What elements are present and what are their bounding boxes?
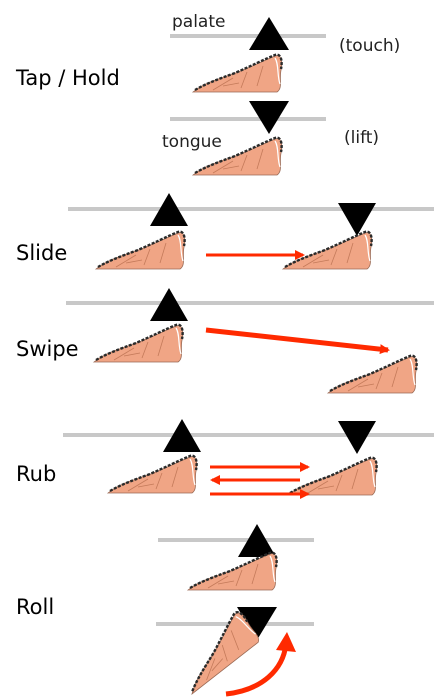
touch-triangle: [249, 17, 289, 50]
gesture-label-slide: Slide: [16, 241, 67, 265]
gesture-label-swipe: Swipe: [16, 337, 79, 361]
roll-arrowhead: [276, 632, 296, 652]
tongue-shape: [108, 456, 197, 493]
touch-label: (touch): [339, 36, 400, 56]
tongue-shape: [94, 325, 183, 362]
gesture-label-roll: Roll: [16, 595, 54, 619]
tongue-shape: [96, 232, 185, 269]
tongue-shape: [328, 356, 417, 393]
tongue-shape: [283, 232, 372, 269]
tongue-shape: [288, 458, 377, 495]
lift-label: (lift): [344, 128, 379, 148]
swipe-arrow: [206, 330, 388, 350]
tongue-shape: [193, 55, 282, 92]
gesture-label-tap-hold: Tap / Hold: [16, 66, 120, 90]
gesture-label-rub: Rub: [16, 462, 56, 486]
lift-triangle: [338, 421, 376, 454]
palate-label: palate: [172, 12, 225, 32]
tongue-label: tongue: [162, 132, 222, 152]
tongue-shape: [188, 553, 277, 590]
lift-triangle: [338, 203, 376, 236]
